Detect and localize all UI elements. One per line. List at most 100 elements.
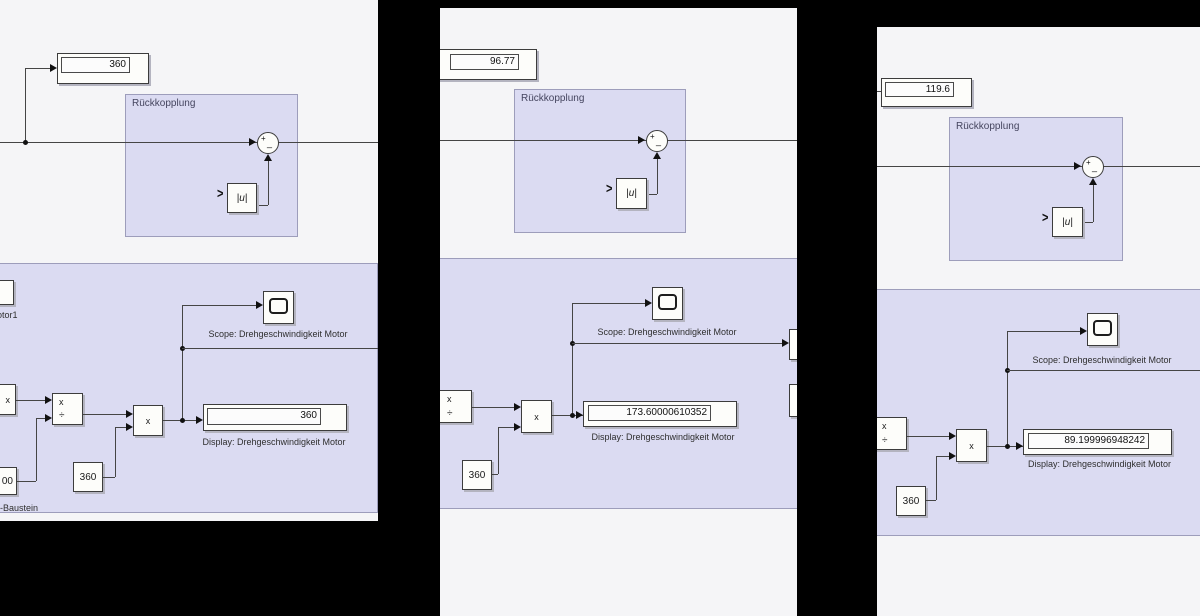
product-block-partial[interactable]: x	[0, 384, 16, 415]
arrowhead-icon	[45, 414, 52, 422]
scope-label: Scope: Drehgeschwindigkeit Motor	[208, 329, 348, 339]
input-port-chevron-icon: >	[606, 181, 613, 197]
wire	[936, 456, 949, 457]
constant-block[interactable]: 360	[896, 486, 926, 516]
display-block-top[interactable]: 360	[57, 53, 149, 84]
wire	[182, 348, 378, 349]
wire	[36, 418, 45, 419]
scope-block[interactable]	[1087, 313, 1118, 346]
wire	[182, 305, 183, 420]
sum-block[interactable]: + _	[646, 130, 668, 152]
constant-block[interactable]: 360	[73, 462, 103, 492]
arrowhead-icon	[256, 301, 263, 309]
wire	[877, 166, 1200, 167]
wire	[572, 343, 782, 344]
scope-screen-icon	[658, 294, 677, 310]
arrowhead-icon	[782, 339, 789, 347]
wire	[440, 140, 797, 141]
display-value-field: 89.199996948242	[1028, 433, 1149, 449]
display-block[interactable]: 89.199996948242	[1023, 429, 1172, 455]
sum-block[interactable]: + _	[257, 132, 279, 154]
wire	[1007, 331, 1008, 447]
junction-dot	[1005, 444, 1010, 449]
wire	[647, 194, 657, 195]
wire	[268, 161, 269, 205]
product-block[interactable]: x	[521, 400, 552, 433]
motor-model-area[interactable]	[440, 258, 797, 509]
arrowhead-icon	[1089, 178, 1097, 185]
partial-block[interactable]	[789, 329, 797, 360]
wire	[552, 415, 583, 416]
feedback-area[interactable]: Rückkopplung	[125, 94, 298, 237]
arrowhead-icon	[126, 423, 133, 431]
display-block[interactable]: 360	[203, 404, 347, 431]
product-block[interactable]: x	[956, 429, 987, 462]
simulink-canvas-2: Rückkopplung 96.77 + _ > |u| x ÷ x 360	[440, 8, 797, 616]
display-block-top[interactable]: 96.77	[440, 49, 537, 80]
scope-label: Scope: Drehgeschwindigkeit Motor	[597, 327, 737, 337]
sum-plus-sign: +	[1086, 158, 1091, 167]
feedback-area-label: Rückkopplung	[521, 93, 585, 104]
divide-sign: ÷	[882, 435, 888, 446]
display-block-top[interactable]: 119.6	[881, 78, 972, 107]
arrowhead-icon	[653, 152, 661, 159]
constant-block-partial[interactable]: 00	[0, 467, 17, 495]
divide-block[interactable]: x ÷	[52, 393, 83, 425]
display-value-field: 360	[61, 57, 130, 73]
wire	[572, 303, 573, 415]
arrowhead-icon	[949, 432, 956, 440]
sum-block[interactable]: + _	[1082, 156, 1104, 178]
arrowhead-icon	[1074, 162, 1081, 170]
sum-plus-sign: +	[650, 132, 655, 141]
junction-dot	[23, 140, 28, 145]
scope-block[interactable]	[263, 291, 294, 324]
feedback-area[interactable]: Rückkopplung	[949, 117, 1123, 261]
motor-model-area[interactable]	[877, 289, 1200, 536]
wire	[36, 418, 37, 481]
feedback-area-label: Rückkopplung	[956, 121, 1020, 132]
divide-sign: ÷	[59, 410, 65, 421]
wire	[936, 456, 937, 500]
abs-block[interactable]: |u|	[616, 178, 647, 209]
wire	[25, 68, 26, 142]
divide-block-partial[interactable]: x ÷	[877, 417, 907, 450]
motor-model-area[interactable]	[0, 263, 378, 513]
arrowhead-icon	[645, 299, 652, 307]
wire	[1083, 222, 1093, 223]
scope-screen-icon	[269, 298, 288, 314]
abs-block[interactable]: |u|	[1052, 207, 1083, 237]
display-value-field: 119.6	[885, 82, 954, 97]
sum-plus-sign: +	[261, 134, 266, 143]
arrowhead-icon	[1080, 327, 1087, 335]
wire	[1007, 331, 1080, 332]
wire	[17, 481, 36, 482]
wire	[182, 305, 256, 306]
arrowhead-icon	[196, 416, 203, 424]
product-block[interactable]: x	[133, 405, 163, 436]
display-value-field: 96.77	[450, 54, 519, 70]
scope-block[interactable]	[652, 287, 683, 320]
display-value-field: 173.60000610352	[588, 405, 711, 421]
partial-block[interactable]	[789, 384, 797, 417]
wire	[115, 427, 126, 428]
wire	[1093, 185, 1094, 222]
arrowhead-icon	[576, 411, 583, 419]
wire	[877, 91, 881, 92]
divide-block-partial[interactable]: x ÷	[440, 390, 472, 423]
junction-dot	[570, 413, 575, 418]
wire	[657, 159, 658, 194]
display-block[interactable]: 173.60000610352	[583, 401, 737, 427]
display-label: Display: Drehgeschwindigkeit Motor	[591, 432, 735, 442]
feedback-area[interactable]: Rückkopplung	[514, 89, 686, 233]
display-label: Display: Drehgeschwindigkeit Motor	[1027, 459, 1172, 469]
sum-minus-sign: _	[656, 136, 662, 146]
wire	[16, 400, 45, 401]
divide-x-sign: x	[447, 394, 452, 404]
abs-block[interactable]: |u|	[227, 183, 257, 213]
baustein-area-label: -Baustein	[0, 503, 39, 513]
constant-block[interactable]: 360	[462, 460, 492, 490]
motor-block-partial[interactable]	[0, 280, 14, 305]
display-label: Display: Drehgeschwindigkeit Motor	[202, 437, 346, 447]
